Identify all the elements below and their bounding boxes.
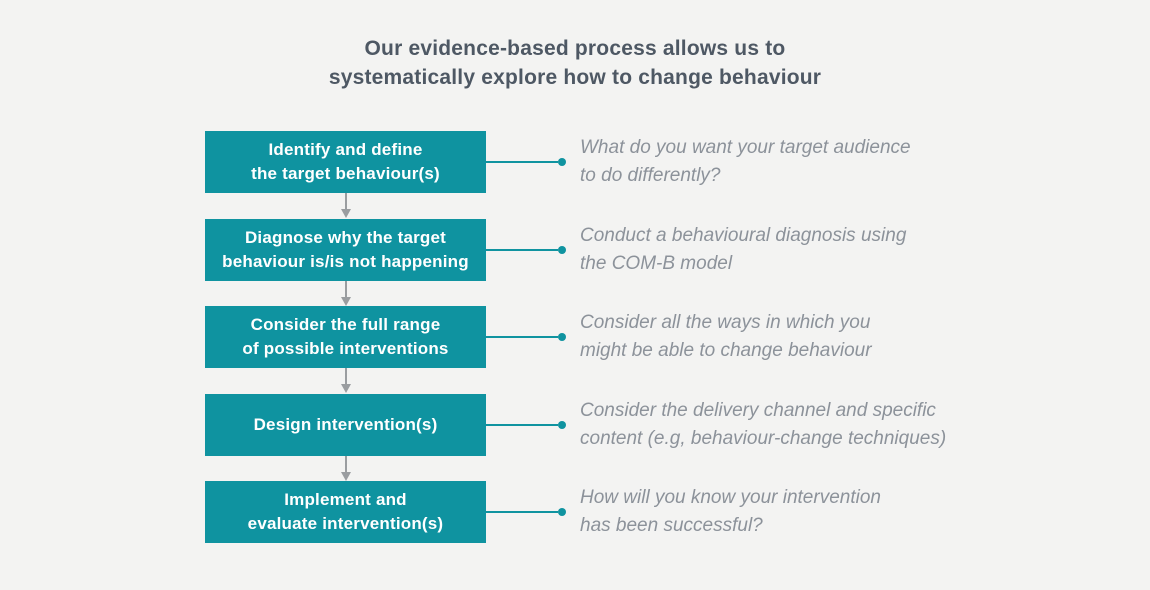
step-description: Consider the delivery channel and specif…: [580, 394, 946, 456]
step-description-line-2: has been successful?: [580, 515, 763, 536]
arrow-stem: [345, 368, 347, 386]
step-description-line-2: to do differently?: [580, 165, 721, 186]
connector-line: [486, 246, 566, 254]
connector-line: [486, 421, 566, 429]
connector-dot: [558, 421, 566, 429]
step-box-label-line-2: evaluate intervention(s): [247, 514, 444, 533]
step-box-diagnose-behaviour: Diagnose why the target behaviour is/is …: [205, 219, 486, 281]
step-description: How will you know your intervention has …: [580, 481, 881, 543]
step-description: Consider all the ways in which you might…: [580, 306, 872, 368]
step-box-consider-interventions: Consider the full range of possible inte…: [205, 306, 486, 368]
step-box-label-line-2: behaviour is/is not happening: [222, 252, 469, 271]
connector-dot: [558, 508, 566, 516]
step-box-label-line-1: Implement and: [284, 490, 407, 509]
step-box-label-line-1: Diagnose why the target: [244, 228, 447, 247]
step-box-label-line-1: Design intervention(s): [253, 415, 438, 434]
step-description-line-1: Consider the delivery channel and specif…: [580, 400, 936, 421]
step-row-consider: Consider the full range of possible inte…: [0, 306, 1150, 368]
step-description-line-1: How will you know your intervention: [580, 487, 881, 508]
step-row-identify: Identify and define the target behaviour…: [0, 131, 1150, 193]
step-box-implement-evaluate: Implement and evaluate intervention(s): [205, 481, 486, 543]
step-description-line-1: What do you want your target audience: [580, 137, 911, 158]
arrow-head: [341, 209, 351, 218]
step-description-line-1: Consider all the ways in which you: [580, 312, 871, 333]
connector-line: [486, 508, 566, 516]
arrow-stem: [345, 456, 347, 474]
step-box-identify-behaviour: Identify and define the target behaviour…: [205, 131, 486, 193]
step-description-line-1: Conduct a behavioural diagnosis using: [580, 225, 907, 246]
title-line-1: Our evidence-based process allows us to: [364, 37, 786, 60]
down-arrow-icon: [340, 456, 352, 482]
step-description: Conduct a behavioural diagnosis using th…: [580, 219, 906, 281]
step-description: What do you want your target audience to…: [580, 131, 911, 193]
step-description-line-2: content (e.g, behaviour-change technique…: [580, 428, 947, 449]
connector-dot: [558, 158, 566, 166]
arrow-head: [341, 297, 351, 306]
step-box-label-line-2: the target behaviour(s): [251, 164, 440, 183]
connector-line: [486, 158, 566, 166]
down-arrow-icon: [340, 193, 352, 219]
step-row-diagnose: Diagnose why the target behaviour is/is …: [0, 219, 1150, 281]
down-arrow-icon: [340, 281, 352, 307]
step-box-label-line-1: Identify and define: [268, 140, 423, 159]
arrow-stem: [345, 281, 347, 299]
connector-dot: [558, 333, 566, 341]
step-description-line-2: the COM-B model: [580, 253, 733, 274]
down-arrow-icon: [340, 368, 352, 394]
step-box-design-interventions: Design intervention(s): [205, 394, 486, 456]
title-line-2: systematically explore how to change beh…: [328, 66, 822, 89]
step-description-line-2: might be able to change behaviour: [580, 340, 872, 361]
step-box-label-line-2: of possible interventions: [242, 339, 449, 358]
connector-dot: [558, 246, 566, 254]
arrow-head: [341, 384, 351, 393]
arrow-head: [341, 472, 351, 481]
step-row-implement: Implement and evaluate intervention(s) H…: [0, 481, 1150, 543]
diagram-title: Our evidence-based process allows us to …: [0, 34, 1150, 92]
step-box-label-line-1: Consider the full range: [250, 315, 441, 334]
step-row-design: Design intervention(s) Consider the deli…: [0, 394, 1150, 456]
arrow-stem: [345, 193, 347, 211]
connector-line: [486, 333, 566, 341]
